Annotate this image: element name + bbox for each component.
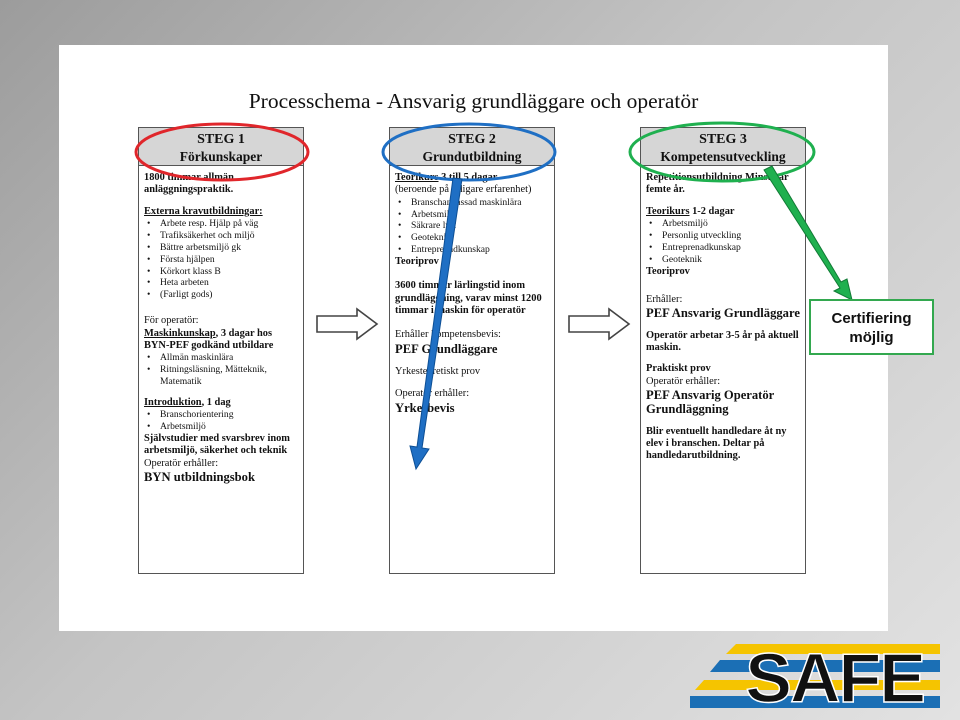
step-2-pef: PEF Grundläggare	[395, 341, 498, 356]
list-item: Heta arbeten	[144, 277, 299, 289]
list-item: Trafiksäkerhet och miljö	[144, 230, 299, 242]
step-3-pef-ansvarig: PEF Ansvarig Grundläggare	[646, 306, 800, 321]
step-2-receives-comp: Erhåller kompetensbevis:	[395, 329, 501, 341]
step-2-column: STEG 2 Grundutbildning Teorikurs 3 till …	[389, 127, 555, 574]
list-item: Branschanpassad maskinlära	[395, 197, 550, 209]
step-1-machine-course: Maskinkunskap, 3 dagar hos BYN-PEF godkä…	[144, 327, 274, 351]
list-item: Arbetsmiljö	[144, 421, 299, 433]
list-item: Arbetsmiljö	[395, 209, 550, 221]
step-1-selfstudy: Självstudier med svarsbrev inom arbetsmi…	[144, 432, 290, 457]
logo-text: SAFE	[745, 639, 924, 714]
step-2-subtitle: Grundutbildning	[422, 149, 522, 164]
green-arrow-icon	[763, 165, 853, 301]
step-3-supervisor: Blir eventuellt handledare åt ny elev i …	[646, 425, 787, 462]
step-1-heading: STEG 1	[197, 132, 245, 147]
list-item: Allmän maskinlära	[144, 352, 299, 364]
flow-arrow-icon	[568, 307, 631, 341]
step-2-vocational: Yrkesteoretiskt prov	[395, 366, 481, 378]
step-3-header: STEG 3 Kompetensutveckling	[641, 128, 805, 166]
step-2-op-receives: Operatör erhåller:	[395, 388, 470, 400]
step-2-course: Teorikurs 3 till 5 dagar	[395, 172, 498, 183]
step-1-subtitle: Förkunskaper	[179, 149, 263, 164]
highlight-ellipse-step-1	[134, 122, 310, 182]
list-item: Första hjälpen	[144, 254, 299, 266]
step-3-course-list: Arbetsmiljö Personlig utveckling Entrepr…	[646, 218, 801, 266]
step-1-introduction: Introduktion, 1 dag	[144, 396, 231, 408]
list-item: Branschorientering	[144, 409, 299, 421]
step-3-column: STEG 3 Kompetensutveckling Repetitionsut…	[640, 127, 806, 574]
blue-arrow-icon	[409, 177, 463, 471]
step-3-practical: Praktiskt prov	[646, 363, 711, 375]
step-3-subtitle: Kompetensutveckling	[660, 149, 786, 164]
list-item: Arbete resp. Hjälp på väg	[144, 218, 299, 230]
slide: Processchema - Ansvarig grundläggare och…	[59, 45, 888, 631]
list-item: Bättre arbetsmiljö gk	[144, 242, 299, 254]
page-title: Processchema - Ansvarig grundläggare och…	[248, 89, 699, 113]
step-2-apprentice: 3600 timmar lärlingstid inom grundläggni…	[395, 280, 542, 317]
flow-arrow-icon	[316, 307, 379, 341]
highlight-ellipse-step-2	[381, 122, 557, 182]
step-1-intro-list: Branschorientering Arbetsmiljö	[144, 409, 299, 433]
step-2-heading: STEG 2	[448, 132, 496, 147]
safe-logo: SAFE	[690, 638, 940, 714]
step-3-repetition: Repetitionsutbildning Minst var femte år…	[646, 172, 789, 196]
step-3-heading: STEG 3	[699, 132, 747, 147]
step-1-ext-heading: Externa kravutbildningar:	[144, 205, 263, 217]
step-1-book: BYN utbildningsbok	[144, 469, 255, 484]
step-1-receives: Operatör erhåller:	[144, 457, 219, 469]
certification-box: Certifiering möjlig	[809, 299, 934, 355]
step-1-ext-list: Arbete resp. Hjälp på väg Trafiksäkerhet…	[144, 218, 299, 301]
step-3-pef-op: PEF Ansvarig Operatör Grundläggning	[646, 387, 775, 417]
step-1-body: 1800 timmar allmän anläggningspraktik. E…	[139, 166, 303, 484]
step-1-column: STEG 1 Förkunskaper 1800 timmar allmän a…	[138, 127, 304, 574]
step-2-exam: Teoriprov	[395, 256, 439, 268]
certification-line2: möjlig	[849, 329, 894, 346]
step-3-course: Teorikurs 1-2 dagar	[646, 205, 735, 217]
step-1-operator-label: För operatör:	[144, 315, 199, 327]
list-item: Ritningsläsning, Mätteknik, Matematik	[144, 364, 299, 388]
step-2-body: Teorikurs 3 till 5 dagar (beroende på ti…	[390, 166, 554, 415]
step-2-header: STEG 2 Grundutbildning	[390, 128, 554, 166]
step-3-receives: Erhåller:	[646, 293, 683, 305]
step-3-operator-work: Operatör arbetar 3-5 år på aktuell maski…	[646, 329, 799, 353]
step-2-course-note: (beroende på tidigare erfarenhet)	[395, 184, 532, 196]
highlight-ellipse-step-3	[628, 121, 816, 183]
list-item: Geoteknik	[395, 232, 550, 244]
list-item: Entreprenadkunskap	[646, 242, 801, 254]
list-item: Arbetsmiljö	[646, 218, 801, 230]
step-3-body: Repetitionsutbildning Minst var femte år…	[641, 166, 805, 463]
list-item: Personlig utveckling	[646, 230, 801, 242]
certification-line1: Certifiering	[831, 310, 912, 327]
step-1-header: STEG 1 Förkunskaper	[139, 128, 303, 166]
list-item: Säkrare lyft	[395, 220, 550, 232]
step-3-op-receives: Operatör erhåller:	[646, 375, 721, 387]
step-3-exam: Teoriprov	[646, 265, 690, 277]
step-1-machine-list: Allmän maskinlära Ritningsläsning, Mätte…	[144, 352, 299, 388]
list-item: Geoteknik	[646, 254, 801, 266]
list-item: Körkort klass B	[144, 266, 299, 278]
list-item: (Farligt gods)	[144, 289, 299, 301]
